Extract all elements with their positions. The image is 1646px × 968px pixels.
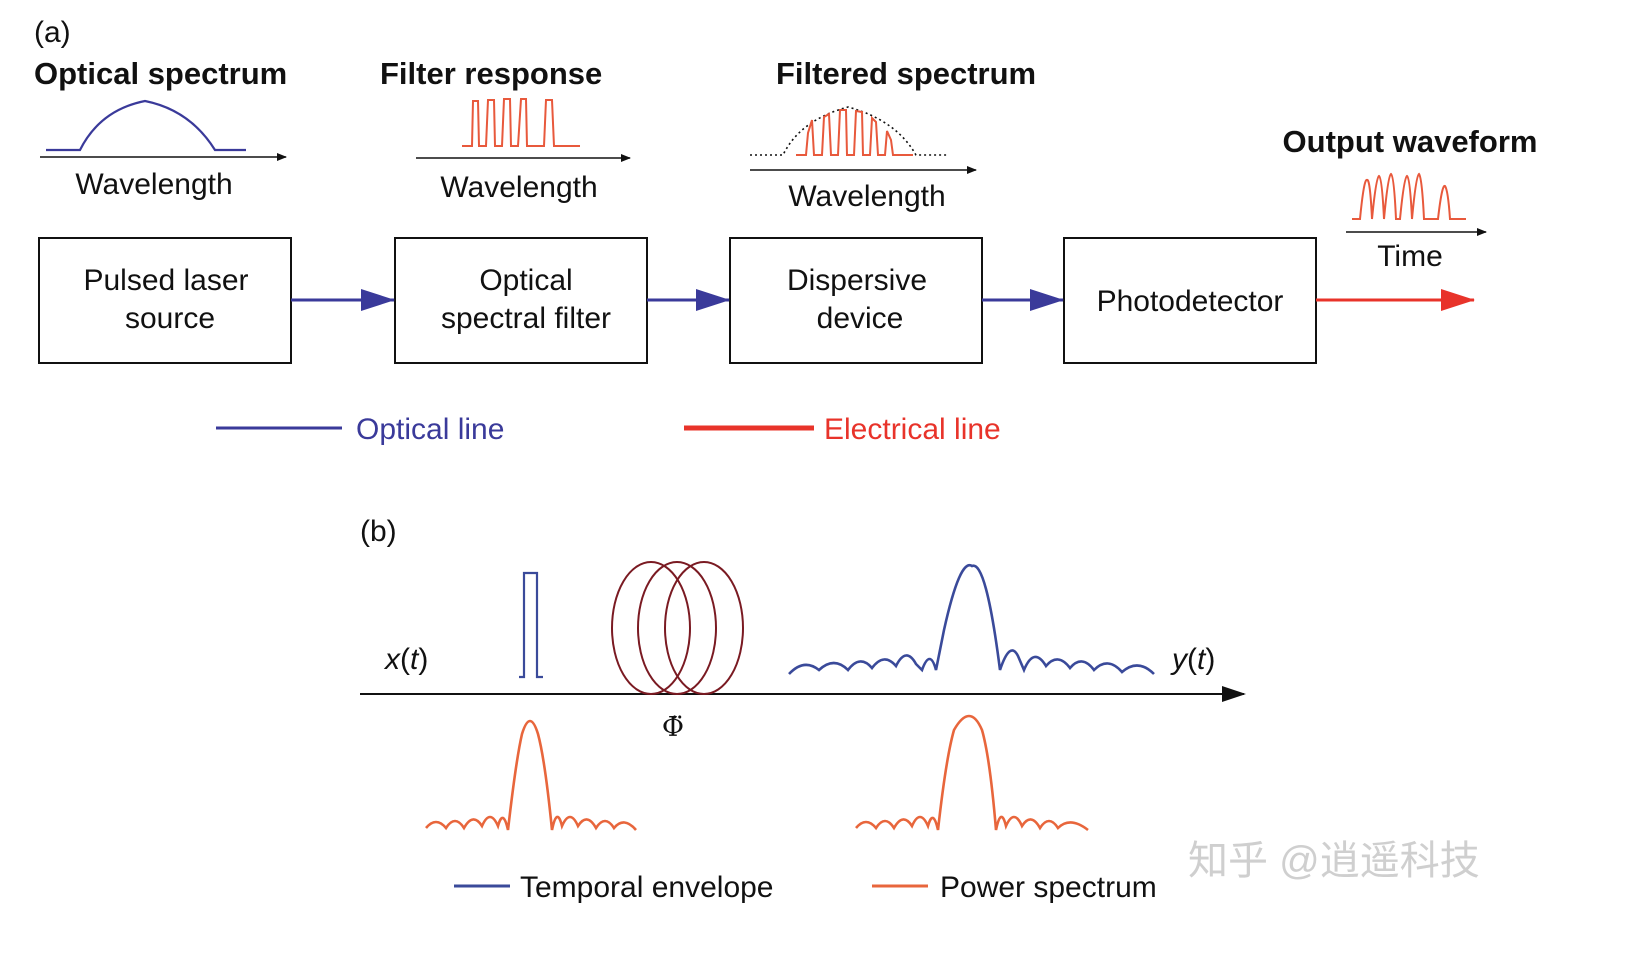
- block-optical-filter: Optical spectral filter: [394, 237, 648, 364]
- block-photodetector: Photodetector: [1063, 237, 1317, 364]
- filtered-spectrum-curve: [796, 109, 913, 156]
- input-signal-label: x(t): [383, 643, 428, 676]
- output-waveform-inset: Output waveform Time: [1283, 124, 1538, 273]
- output-temporal-envelope: [788, 563, 1155, 675]
- block-pulsed-laser-line1: Pulsed laser: [83, 264, 248, 297]
- optical-spectrum-axis-label: Wavelength: [75, 168, 232, 201]
- output-waveform-axis-label: Time: [1377, 240, 1443, 273]
- output-waveform-title: Output waveform: [1283, 124, 1538, 159]
- filter-response-curve: [462, 98, 580, 147]
- input-pulse: [519, 571, 543, 679]
- fiber-coil-icon: [611, 561, 744, 695]
- optical-spectrum-curve: [46, 99, 246, 152]
- temporal-envelope-label: Temporal envelope: [520, 871, 774, 904]
- panel-a: (a) Optical spectrum Wavelength Filter r…: [34, 16, 1537, 446]
- watermark: 知乎 @逍遥科技: [1188, 839, 1480, 883]
- block-optical-filter-line2: spectral filter: [441, 302, 611, 335]
- filter-response-title: Filter response: [380, 56, 602, 91]
- block-optical-filter-line1: Optical: [479, 264, 572, 297]
- output-signal-label: y(t): [1170, 643, 1215, 676]
- block-pulsed-laser-line2: source: [125, 302, 215, 335]
- dispersion-symbol: Φ̈: [662, 712, 684, 743]
- output-waveform-curve: [1352, 172, 1466, 220]
- input-power-spectrum: [425, 719, 637, 831]
- filtered-spectrum-inset: Filtered spectrum Wavelength: [750, 56, 1036, 213]
- filtered-spectrum-title: Filtered spectrum: [776, 56, 1036, 91]
- panel-b: (b) x(t) Φ̈ y(t) Temporal envelope Power…: [360, 515, 1246, 904]
- filter-response-inset: Filter response Wavelength: [380, 56, 631, 204]
- block-pulsed-laser: Pulsed laser source: [38, 237, 292, 364]
- panel-b-legend: Temporal envelope Power spectrum: [454, 871, 1157, 904]
- panel-b-label: (b): [360, 515, 397, 548]
- block-dispersive-device: Dispersive device: [729, 237, 983, 364]
- optical-spectrum-inset: Optical spectrum Wavelength: [34, 56, 287, 201]
- filter-response-axis-label: Wavelength: [440, 171, 597, 204]
- block-dispersive-device-line2: device: [817, 302, 904, 335]
- output-power-spectrum: [855, 714, 1089, 832]
- block-photodetector-line1: Photodetector: [1097, 285, 1284, 318]
- power-spectrum-label: Power spectrum: [940, 871, 1157, 904]
- electrical-line-label: Electrical line: [824, 413, 1001, 446]
- filtered-spectrum-envelope: [750, 106, 948, 156]
- optical-line-label: Optical line: [356, 413, 504, 446]
- block-dispersive-device-line1: Dispersive: [787, 264, 927, 297]
- filtered-spectrum-axis-label: Wavelength: [788, 180, 945, 213]
- panel-a-label: (a): [34, 16, 71, 49]
- panel-b-axis-arrowhead: [1222, 686, 1246, 702]
- panel-a-legend: Optical line Electrical line: [216, 413, 1001, 446]
- optical-spectrum-title: Optical spectrum: [34, 56, 287, 91]
